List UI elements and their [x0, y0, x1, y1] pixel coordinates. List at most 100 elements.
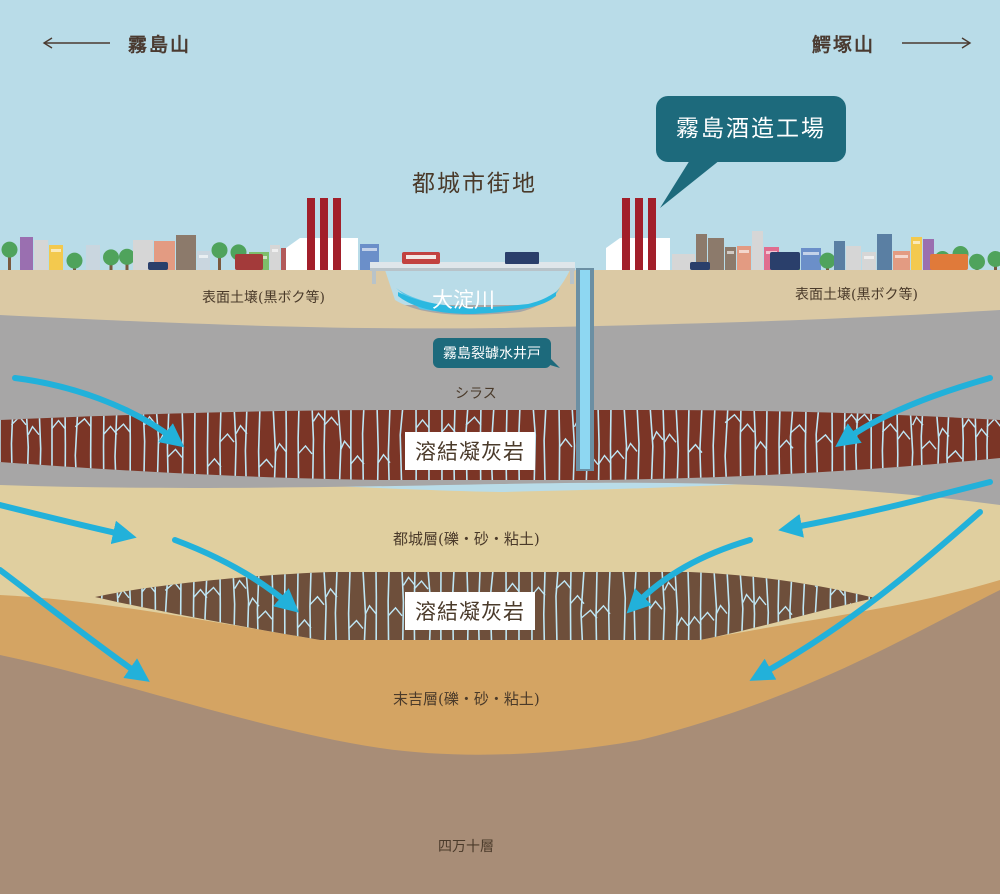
- fracture-line: [309, 572, 312, 640]
- tree: [66, 252, 83, 269]
- tree: [1, 241, 18, 258]
- building: [34, 240, 48, 270]
- shimanto-layer-label: 四万十層: [438, 839, 494, 855]
- fracture-line: [555, 579, 572, 590]
- fracture-line: [648, 572, 651, 640]
- city-label: 都城市街地: [412, 171, 537, 197]
- direction-arrow-left: [42, 37, 110, 49]
- fracture-line: [897, 430, 911, 440]
- factory-left: [286, 198, 358, 270]
- river-water: [398, 292, 556, 314]
- building-window: [727, 251, 734, 254]
- fracture-line: [325, 587, 338, 598]
- fracture-line: [387, 606, 403, 617]
- fracture-line: [609, 449, 625, 460]
- fracture-line: [204, 586, 221, 596]
- truck: [235, 254, 263, 270]
- fracture-line: [337, 410, 342, 480]
- upper-tuff-label: 溶結凝灰岩: [405, 432, 535, 470]
- water-flow-arrow: [0, 567, 150, 682]
- fracture-line: [815, 410, 820, 480]
- building: [708, 238, 724, 270]
- fracture-line: [778, 410, 781, 480]
- fracture-line: [753, 595, 767, 606]
- fracture-line: [413, 579, 429, 590]
- fracture-line: [296, 572, 299, 640]
- factory-right: [606, 198, 670, 270]
- fracture-line: [649, 410, 654, 480]
- fracture-line: [219, 433, 235, 443]
- fracture-line: [663, 433, 677, 443]
- fracture-line: [652, 430, 664, 441]
- fracture-line: [323, 572, 327, 640]
- fracture-line: [334, 572, 338, 640]
- fracture-line: [166, 448, 183, 458]
- topsoil-label-left: 表面土壌(黒ボク等): [202, 290, 325, 306]
- building: [737, 246, 751, 270]
- fracture-line: [347, 572, 351, 640]
- fracture-line: [219, 410, 222, 480]
- fracture-line: [881, 422, 898, 433]
- fracture-line: [271, 572, 274, 640]
- fracture-line: [415, 418, 430, 429]
- fracture-line: [387, 572, 390, 640]
- fracture-line: [742, 593, 754, 604]
- building: [725, 247, 736, 270]
- fracture-line: [724, 413, 742, 424]
- tree-trunk: [218, 252, 221, 270]
- fracture-line: [595, 572, 598, 640]
- fracture-line: [625, 442, 638, 452]
- fracture-line: [622, 572, 627, 640]
- building-window: [864, 256, 874, 259]
- fracture-line: [623, 410, 628, 480]
- fracture-line: [206, 410, 209, 480]
- fracture-line: [843, 413, 859, 423]
- building-window: [895, 255, 908, 258]
- direction-arrow-right: [902, 37, 972, 49]
- building-window: [272, 249, 278, 252]
- fracture-line: [571, 410, 576, 480]
- fracture-line: [235, 424, 248, 435]
- water-flow-arrow: [0, 502, 137, 545]
- fracture-line: [399, 410, 404, 480]
- fracture-line: [309, 595, 325, 606]
- fracture-line: [724, 410, 729, 480]
- bridge: [370, 252, 575, 284]
- fracture-line: [181, 410, 184, 480]
- chimney: [622, 198, 630, 270]
- fracture-line: [258, 458, 274, 468]
- fracture-line: [699, 410, 703, 480]
- fracture-line: [699, 572, 702, 640]
- building: [846, 246, 861, 270]
- direction-label-left: 霧島山: [128, 34, 192, 56]
- fracture-line: [465, 416, 482, 426]
- factory-callout: 霧島酒造工場: [656, 96, 846, 162]
- building: [801, 248, 821, 270]
- tree: [819, 252, 836, 269]
- groundwater-flow-arrows: [0, 375, 993, 682]
- car: [148, 262, 168, 270]
- fracture-line: [765, 410, 768, 480]
- fracture-line: [257, 410, 261, 480]
- city-skyline: [1, 231, 1000, 270]
- building-window: [803, 252, 819, 255]
- bus: [930, 254, 968, 270]
- fracture-line: [402, 576, 416, 586]
- fracture-line: [946, 449, 963, 460]
- fracture-line: [272, 410, 277, 480]
- water-flow-arrow: [835, 375, 993, 447]
- fracture-line: [296, 618, 312, 629]
- chimney: [307, 198, 315, 270]
- water-flow-arrow: [12, 375, 185, 448]
- fracture-line: [609, 410, 612, 480]
- fracture-line: [206, 457, 222, 468]
- topsoil-layer: [0, 270, 1000, 329]
- fracture-line: [595, 604, 611, 615]
- fracture-line: [636, 410, 640, 480]
- fracture-line: [247, 596, 260, 607]
- fracture-line: [726, 572, 730, 640]
- chimney: [648, 198, 656, 270]
- building: [923, 239, 934, 270]
- fracture-line: [739, 423, 755, 433]
- fracture-line: [688, 615, 702, 626]
